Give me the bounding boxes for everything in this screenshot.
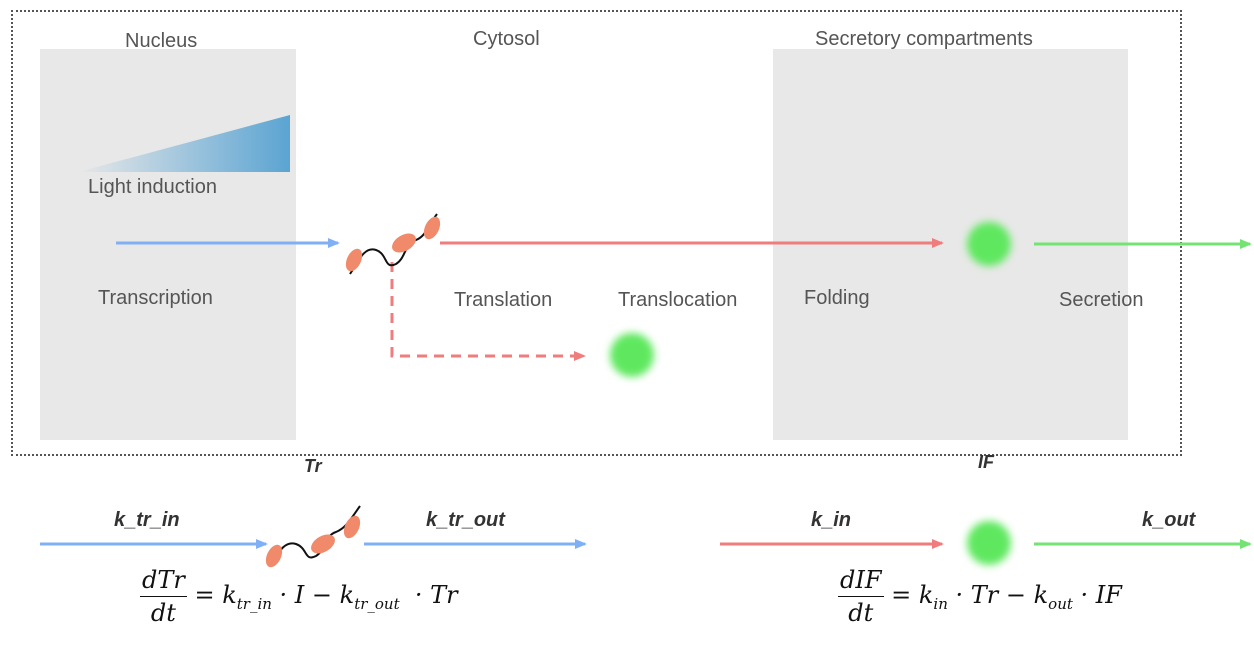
nucleus-title: Nucleus: [125, 30, 198, 52]
tr-eq-mid: · I −: [271, 580, 340, 609]
light-induction-wedge: [78, 115, 290, 172]
tr-polysome-icon: [265, 505, 361, 568]
tr-eq-k1-sub: tr_in: [236, 594, 272, 613]
transcription-label: Transcription: [98, 287, 213, 309]
tr-eq-k1: k: [222, 580, 237, 609]
tr-species-label: Tr: [304, 456, 322, 476]
translocation-label: Translocation: [618, 289, 738, 311]
k-tr-in-label: k_tr_in: [114, 509, 180, 531]
light-induction-label: Light induction: [88, 176, 217, 198]
tr-eq-k2-sub: tr_out: [354, 594, 400, 613]
folding-label: Folding: [804, 287, 870, 309]
tr-eq-numerator: dTr: [140, 566, 187, 597]
tr-eq-tail: · Tr: [399, 580, 458, 609]
k-out-label: k_out: [1142, 509, 1196, 531]
if-species-label: IF: [978, 452, 994, 472]
translocated-protein-icon: [610, 333, 654, 377]
polysome-icon: [345, 213, 441, 275]
k-tr-out-label: k_tr_out: [426, 509, 505, 531]
if-eq-mid: · Tr −: [947, 580, 1034, 609]
tr-eq-k2: k: [339, 580, 355, 609]
cytosol-title: Cytosol: [473, 28, 540, 50]
if-eq-k2: k: [1033, 580, 1049, 609]
folded-protein-icon: [967, 222, 1011, 266]
if-eq-denominator: dt: [848, 599, 874, 627]
if-eq-numerator: dIF: [838, 566, 884, 597]
secretory-title: Secretory compartments: [815, 28, 1033, 50]
if-eq-k1-sub: in: [933, 594, 948, 613]
secretion-label: Secretion: [1059, 289, 1144, 311]
tr-eq-denominator: dt: [150, 599, 176, 627]
k-in-label: k_in: [811, 509, 852, 531]
if-protein-icon: [967, 521, 1011, 565]
translation-label: Translation: [454, 289, 553, 311]
if-eq-k1: k: [918, 580, 934, 609]
translocation-arrow: [390, 262, 586, 361]
cell-boundary: [11, 10, 1182, 456]
if-eq-tail: · IF: [1072, 580, 1122, 609]
if-eq-k2-sub: out: [1048, 594, 1073, 613]
